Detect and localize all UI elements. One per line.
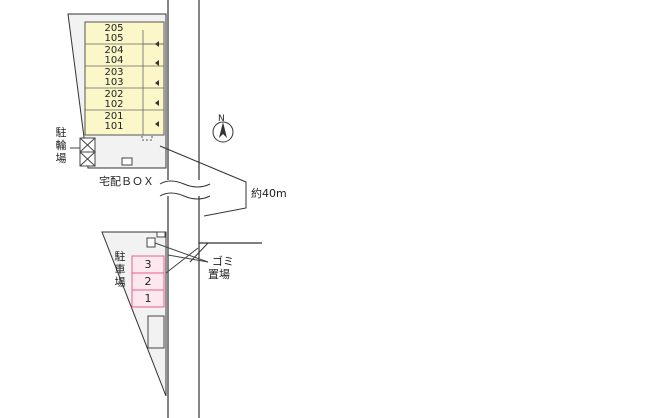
compass-label: N bbox=[218, 114, 225, 124]
parking-slot-number: 2 bbox=[144, 275, 152, 288]
side-street-diag bbox=[189, 242, 209, 263]
road-break-mark bbox=[159, 180, 211, 200]
garbage-bin-2 bbox=[156, 231, 166, 238]
room-label-lower: 102 bbox=[104, 99, 124, 110]
storage-shed bbox=[147, 315, 165, 349]
stairs-outline bbox=[141, 136, 153, 141]
room-label-upper: 202 bbox=[104, 89, 124, 100]
garbage-bin bbox=[146, 237, 156, 248]
parking-slot-number: 1 bbox=[144, 292, 152, 305]
room-label-lower: 103 bbox=[104, 77, 124, 88]
room-label-upper: 203 bbox=[104, 67, 124, 78]
parking-label: 駐 車 場 bbox=[114, 250, 126, 289]
room-label-upper: 201 bbox=[104, 111, 124, 122]
garbage-label-line1: ゴミ bbox=[212, 255, 234, 268]
garbage-leader-2 bbox=[167, 254, 209, 263]
delivery-box-label: 宅配ＢＯＸ bbox=[99, 175, 154, 188]
room-label-upper: 204 bbox=[104, 45, 124, 56]
compass-icon bbox=[212, 121, 234, 143]
room-label-lower: 105 bbox=[104, 33, 124, 44]
parking-slot-number: 3 bbox=[144, 258, 152, 271]
delivery-box bbox=[121, 157, 133, 166]
garbage-label-line2: 置場 bbox=[208, 268, 230, 281]
parking-leader bbox=[165, 247, 199, 274]
road-break bbox=[160, 180, 210, 196]
building bbox=[84, 21, 165, 136]
bicycle-parking-label: 駐 輪 場 bbox=[55, 126, 67, 165]
garbage-leader bbox=[154, 242, 209, 263]
distance-label: 約40m bbox=[251, 187, 287, 200]
entrance-arrows bbox=[155, 41, 159, 127]
parking-slots bbox=[131, 255, 165, 308]
room-label-lower: 104 bbox=[104, 55, 124, 66]
distance-bracket bbox=[159, 145, 247, 217]
room-dividers bbox=[85, 43, 164, 111]
parking-slot-1 bbox=[131, 289, 165, 308]
room-label-lower: 101 bbox=[104, 121, 124, 132]
room-label-upper: 205 bbox=[104, 23, 124, 34]
